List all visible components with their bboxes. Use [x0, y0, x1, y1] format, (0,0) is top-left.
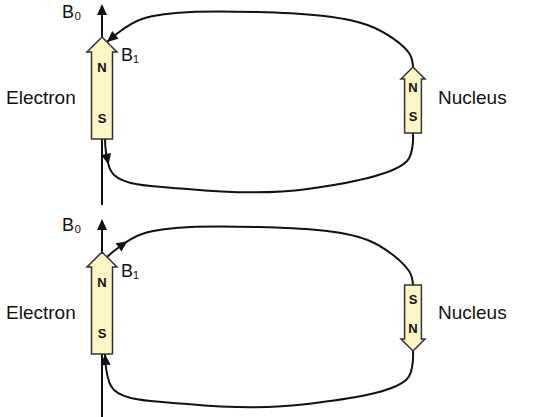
- pole-letter: N: [97, 61, 106, 74]
- field-label: B₁: [121, 262, 139, 282]
- field-label: B₀: [62, 3, 81, 23]
- field-line-connector: [105, 133, 413, 192]
- field-line-connector: [107, 226, 413, 285]
- pole-letter: N: [408, 81, 417, 94]
- particle-label: Electron: [6, 303, 76, 324]
- particle-label: Nucleus: [438, 88, 507, 109]
- pole-letter: S: [409, 110, 418, 123]
- electron-magnet: NS: [87, 37, 117, 139]
- particle-label: Electron: [6, 88, 76, 109]
- electron-magnet: NS: [87, 252, 117, 354]
- field-line-connector: [105, 351, 413, 407]
- pole-letter: S: [98, 327, 107, 340]
- b0-arrowhead: [97, 4, 107, 15]
- pole-letter: S: [98, 112, 107, 125]
- pole-letter: N: [408, 322, 417, 335]
- field-label: B₀: [62, 216, 81, 236]
- pole-letter: S: [409, 293, 418, 306]
- magnet-outline: [401, 285, 425, 351]
- connector-arrowhead: [101, 153, 111, 165]
- connector-arrowhead: [101, 354, 111, 365]
- magnet-outline: [87, 252, 117, 354]
- b0-arrowhead: [97, 219, 107, 230]
- nucleus-magnet: NS: [401, 67, 425, 133]
- field-label: B₁: [121, 46, 139, 66]
- connector-arrowhead: [107, 31, 119, 42]
- connector-arrowhead: [116, 241, 128, 251]
- magnet-outline: [401, 67, 425, 133]
- field-line-connector: [107, 11, 413, 67]
- magnet-outline: [87, 37, 117, 139]
- bar-magnet-arrow: [401, 67, 425, 133]
- pole-letter: N: [97, 276, 106, 289]
- particle-label: Nucleus: [438, 303, 507, 324]
- nucleus-magnet: SN: [401, 285, 425, 351]
